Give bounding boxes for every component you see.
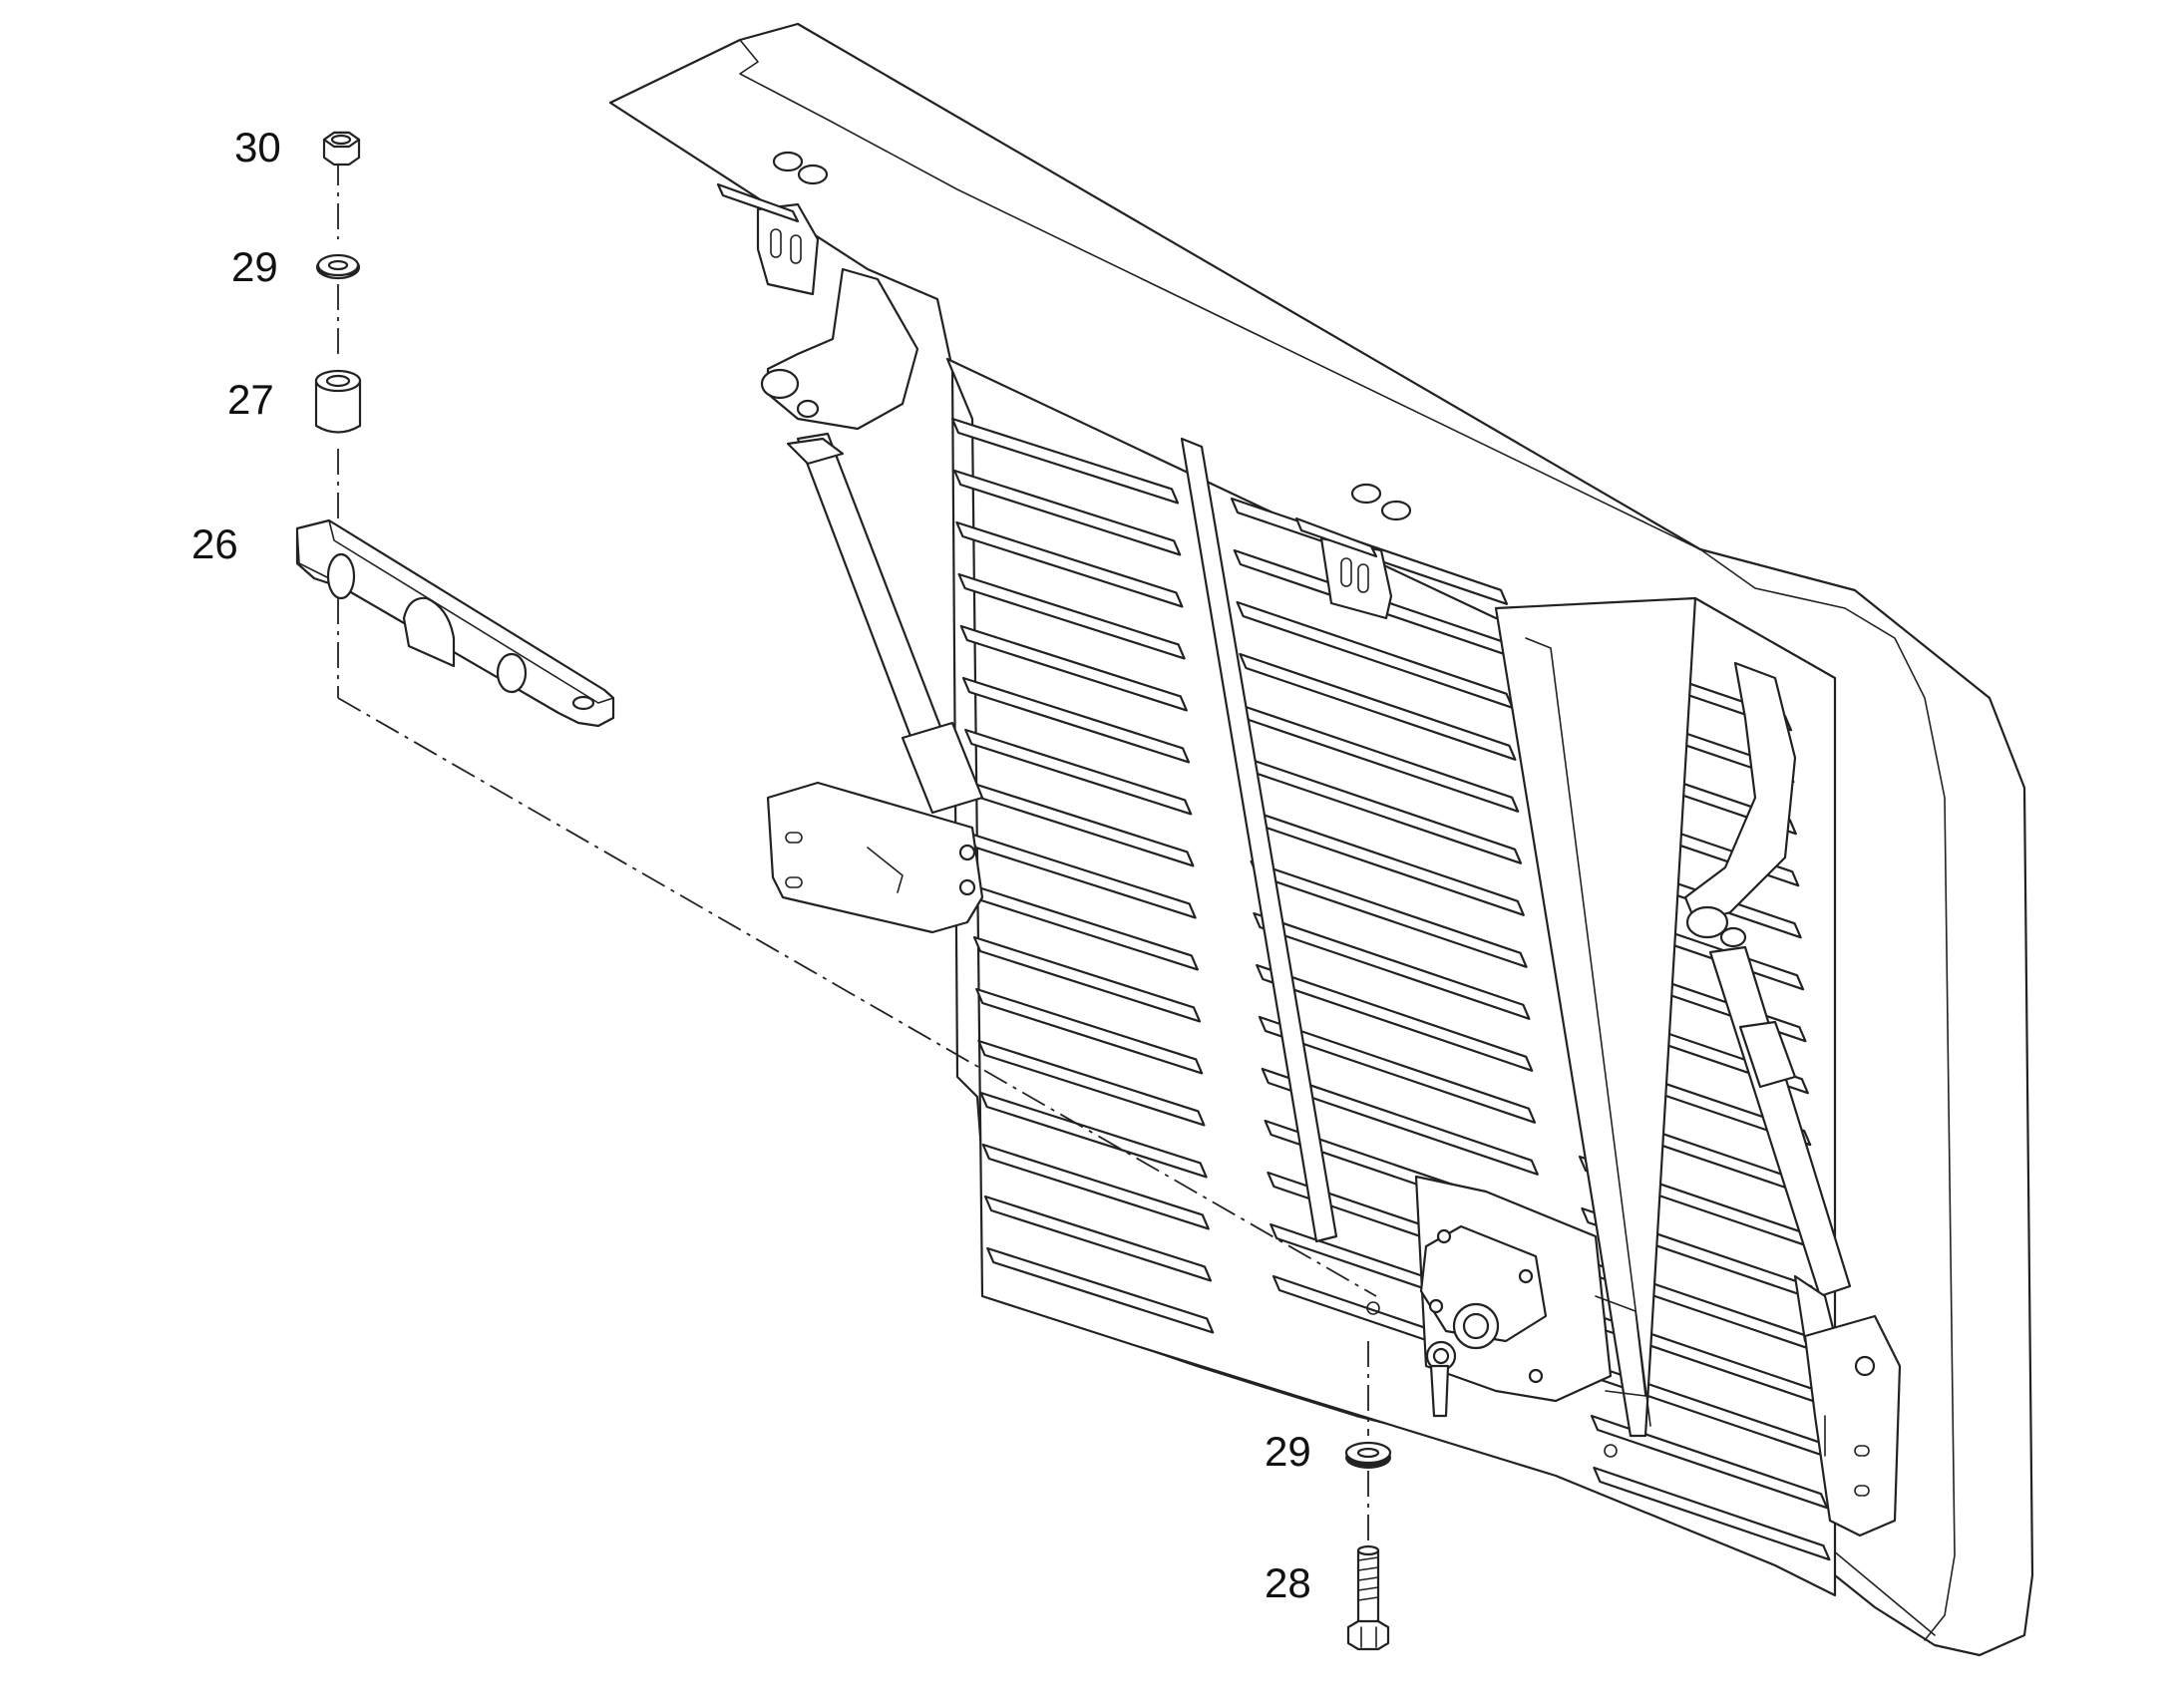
part-29-washer-top bbox=[315, 253, 361, 280]
hinge-center bbox=[1294, 483, 1412, 620]
callout-30: 30 bbox=[234, 124, 281, 171]
louver-slat bbox=[1258, 1015, 1537, 1124]
part-27-spacer bbox=[314, 369, 362, 434]
louver-slat bbox=[1590, 1414, 1829, 1510]
louver-slat bbox=[1253, 911, 1531, 1020]
louver-slat bbox=[1261, 1067, 1539, 1176]
latch-mechanism bbox=[1366, 1175, 1646, 1458]
louver-slat bbox=[981, 1143, 1210, 1230]
callout-29-top: 29 bbox=[231, 243, 278, 290]
callout-29-bottom: 29 bbox=[1265, 1428, 1311, 1475]
louver-slat bbox=[975, 987, 1204, 1075]
louver-slat bbox=[979, 1091, 1208, 1179]
part-28-hex-bolt bbox=[1346, 1544, 1390, 1651]
louver-slat bbox=[955, 520, 1184, 608]
part-29-washer-bottom bbox=[1344, 1441, 1392, 1469]
left-mounting-bracket bbox=[766, 781, 984, 934]
louver-slat bbox=[972, 935, 1202, 1023]
louver-slat bbox=[1239, 652, 1517, 761]
right-gas-strut bbox=[1708, 945, 1852, 1343]
callout-27: 27 bbox=[227, 376, 274, 423]
exploded-center-lines bbox=[337, 160, 1377, 1550]
louver-column-left bbox=[950, 417, 1215, 1334]
part-26-striker-bracket bbox=[295, 518, 615, 728]
center-vertical-post bbox=[1525, 637, 1651, 1427]
louver-slat bbox=[957, 572, 1186, 660]
grille-panel-assembly bbox=[608, 22, 2034, 1657]
louver-slat bbox=[1256, 963, 1534, 1072]
louver-slat bbox=[977, 1039, 1206, 1127]
left-support-arm bbox=[760, 267, 919, 431]
louver-divider-left bbox=[1180, 437, 1338, 1243]
louver-slat bbox=[983, 1195, 1213, 1282]
right-mounting-bracket bbox=[1803, 1314, 1902, 1537]
louver-slat bbox=[961, 676, 1191, 764]
louver-slat bbox=[986, 1246, 1215, 1334]
louver-slat bbox=[1593, 1466, 1831, 1561]
callout-26: 26 bbox=[191, 520, 238, 567]
part-30-hex-nut bbox=[322, 131, 361, 167]
louver-slat bbox=[950, 417, 1180, 505]
callout-28: 28 bbox=[1265, 1559, 1311, 1606]
louver-slat bbox=[953, 469, 1182, 556]
louver-slat bbox=[959, 624, 1188, 712]
right-support-arm bbox=[1683, 661, 1797, 948]
louver-divider-right bbox=[1494, 596, 1697, 1438]
hinge-left bbox=[716, 151, 829, 296]
left-gas-strut bbox=[786, 432, 984, 815]
louver-slat bbox=[964, 728, 1193, 816]
cover-top-flange bbox=[609, 39, 1701, 550]
cover-right-rim bbox=[1699, 548, 1956, 1641]
